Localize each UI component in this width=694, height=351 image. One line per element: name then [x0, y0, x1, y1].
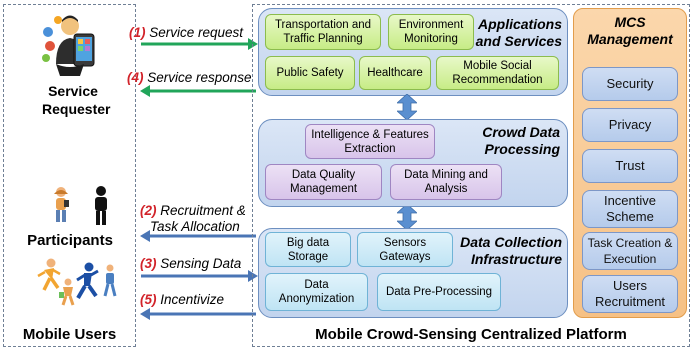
- mcs-item-security: Security: [582, 67, 678, 101]
- mcs-item-privacy: Privacy: [582, 108, 678, 142]
- flow-label-incentivize: (5) Incentivize: [140, 292, 224, 307]
- participant-shopping-icon: [59, 278, 75, 306]
- collection-title-line2: Infrastructure: [470, 251, 562, 267]
- incentivize-arrow: [140, 308, 256, 320]
- flow-text: Service request: [149, 25, 244, 40]
- processing-title-line2: Processing: [484, 141, 560, 157]
- double-arrow-icon: [397, 204, 417, 230]
- flow-text: Service response: [147, 70, 252, 85]
- participant-running-icon: [37, 258, 61, 291]
- flow-text: Sensing Data: [160, 256, 242, 271]
- flow-number: (3): [140, 256, 157, 271]
- applications-title-line1: Applications: [477, 16, 562, 32]
- coll-box-preprocessing: Data Pre-Processing: [377, 273, 501, 311]
- mcs-item-trust: Trust: [582, 149, 678, 183]
- coll-box-anonymization: Data Anonymization: [265, 273, 368, 311]
- mcs-item-users-recruitment: Users Recruitment: [582, 275, 678, 313]
- mcs-management-title: MCS Management: [573, 14, 687, 48]
- flow-number: (2): [140, 203, 157, 218]
- flow-label-service-response: (4) Service response: [127, 70, 252, 85]
- app-box-healthcare: Healthcare: [359, 56, 431, 90]
- mcs-title-line2: Management: [587, 31, 673, 47]
- applications-title-line2: and Services: [475, 33, 562, 49]
- proc-box-data-mining: Data Mining and Analysis: [390, 164, 502, 200]
- service-requester-label: Service Requester: [42, 83, 111, 117]
- flow-label-task-allocation: Task Allocation: [150, 219, 240, 234]
- recruitment-arrow: [140, 230, 256, 242]
- platform-group: [252, 4, 690, 347]
- processing-title-line1: Crowd Data: [482, 124, 560, 140]
- app-box-public-safety: Public Safety: [265, 56, 355, 90]
- participant-with-phone-icon: [54, 187, 69, 222]
- mobile-users-title: Mobile Users: [22, 326, 117, 343]
- service-request-arrow: [141, 38, 258, 50]
- flow-number: (1): [129, 25, 146, 40]
- sensing-data-arrow: [141, 270, 258, 282]
- flow-number: (5): [140, 292, 157, 307]
- service-requester-icon: [42, 15, 95, 76]
- mcs-item-task-creation: Task Creation & Execution: [582, 232, 678, 270]
- proc-box-data-quality: Data Quality Management: [265, 164, 382, 200]
- applications-layer-title: Applications and Services: [440, 16, 562, 50]
- participants-label: Participants: [27, 232, 113, 249]
- coll-box-big-data: Big data Storage: [265, 232, 351, 267]
- coll-box-sensors: Sensors Gateways: [357, 232, 453, 267]
- participant-runner-blue-icon: [76, 262, 99, 300]
- flow-text: Incentivize: [160, 292, 225, 307]
- service-response-arrow: [140, 85, 256, 97]
- proc-box-intelligence: Intelligence & Features Extraction: [305, 124, 435, 159]
- collection-title-line1: Data Collection: [460, 234, 562, 250]
- flow-label-service-request: (1) Service request: [129, 25, 243, 40]
- participant-standing-icon: [95, 186, 107, 225]
- app-box-environment: Environment Monitoring: [388, 14, 474, 50]
- platform-title: Mobile Crowd-Sensing Centralized Platfor…: [315, 326, 627, 343]
- flow-text: Recruitment &: [160, 203, 246, 218]
- app-box-transportation: Transportation and Traffic Planning: [265, 14, 381, 50]
- flow-number: (4): [127, 70, 144, 85]
- mcs-item-incentive: Incentive Scheme: [582, 190, 678, 228]
- double-arrow-icon: [397, 94, 417, 120]
- flow-label-recruitment: (2) Recruitment &: [140, 203, 246, 218]
- processing-layer-title: Crowd Data Processing: [440, 124, 560, 158]
- mcs-title-line1: MCS: [614, 14, 646, 30]
- flow-label-sensing-data: (3) Sensing Data: [140, 256, 241, 271]
- collection-layer-title: Data Collection Infrastructure: [452, 234, 562, 268]
- mobile-users-group: [3, 4, 136, 347]
- participant-walking-icon: [103, 264, 117, 297]
- app-box-mobile-social: Mobile Social Recommendation: [436, 56, 559, 90]
